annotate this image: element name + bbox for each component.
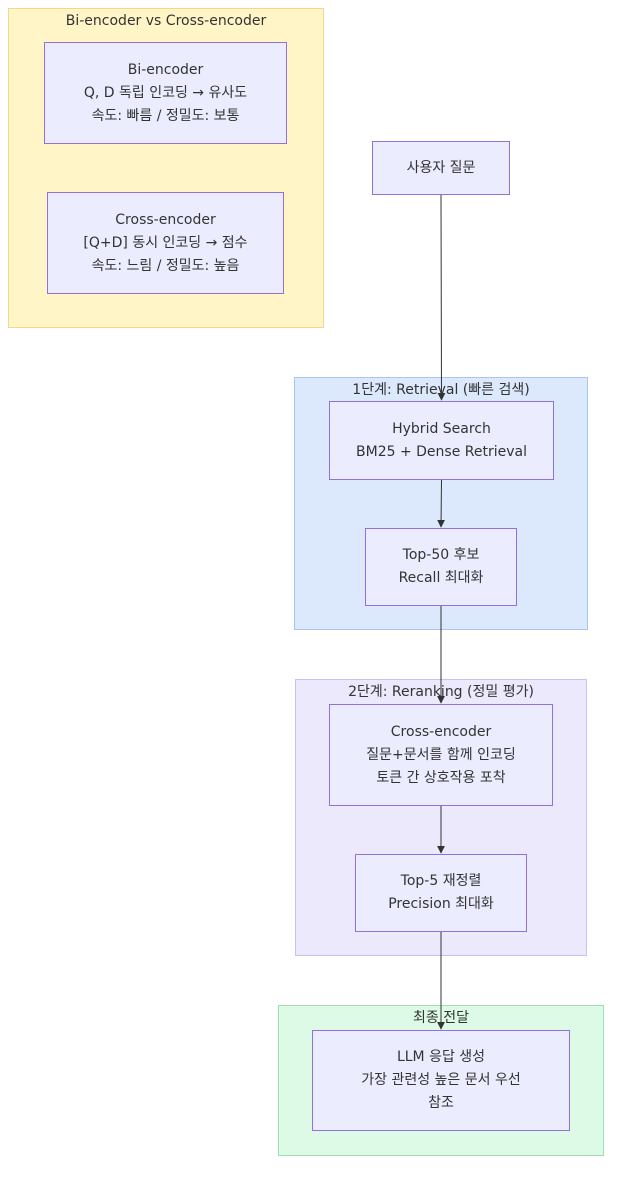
- node-text-line: Cross-encoder: [390, 723, 492, 740]
- node-text-line: Bi-encoder: [127, 61, 204, 78]
- edge-user_question-to-hybrid_search: [437, 194, 446, 401]
- node-text-line: Q, D 독립 인코딩 → 유사도: [83, 84, 248, 101]
- node-text-line: Top-50 후보: [402, 547, 480, 563]
- node-text-line: 참조: [428, 1095, 454, 1111]
- node-text-line: Top-5 재정렬: [400, 873, 482, 889]
- edge-hybrid_search-to-top50: [437, 479, 446, 528]
- node-text-line: BM25 + Dense Retrieval: [356, 443, 527, 460]
- top5-rerank-node: Top-5 재정렬 Precision 최대화: [355, 854, 527, 932]
- node-text-line: [Q+D] 동시 인코딩 → 점수: [83, 234, 248, 251]
- top50-candidates-node: Top-50 후보 Recall 최대화: [365, 528, 517, 606]
- user-question-node: 사용자 질문: [372, 141, 510, 195]
- node-text-line: 속도: 느림 / 정밀도: 높음: [91, 257, 240, 274]
- node-text-line: 토큰 간 상호작용 포착: [376, 769, 506, 786]
- node-text-line: 가장 관련성 높은 문서 우선: [361, 1072, 521, 1088]
- node-text-line: Recall 최대화: [398, 570, 484, 586]
- node-text-line: LLM 응답 생성: [396, 1049, 486, 1065]
- cluster-title-compare: Bi-encoder vs Cross-encoder: [65, 13, 267, 29]
- node-text-line: 사용자 질문: [406, 159, 476, 176]
- node-text-line: Hybrid Search: [392, 420, 491, 437]
- node-text-line: Cross-encoder: [115, 211, 216, 228]
- node-text-line: 속도: 빠름 / 정밀도: 보통: [91, 107, 240, 124]
- node-text-line: 질문+문서를 함께 인코딩: [366, 746, 516, 763]
- node-text-line: Precision 최대화: [388, 896, 494, 912]
